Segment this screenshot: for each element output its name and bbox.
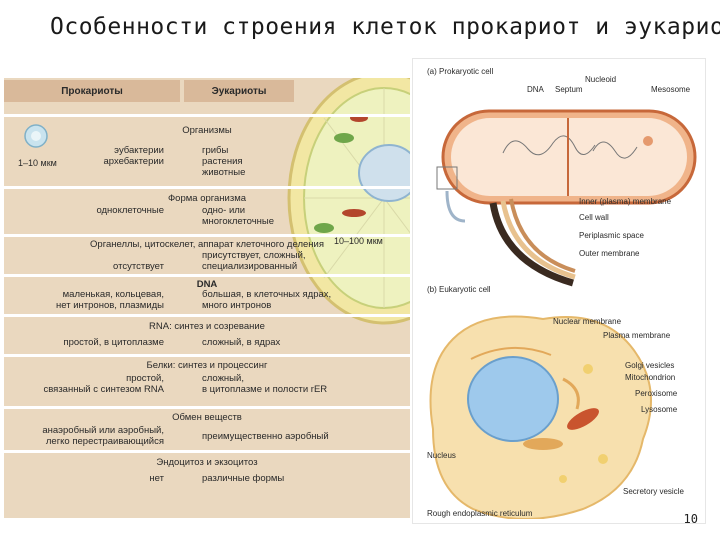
row-caption: Организмы: [182, 125, 232, 136]
header-prokaryotes: Прокариоты: [4, 80, 180, 102]
label-golgi-vesicles: Golgi vesicles: [625, 361, 675, 370]
size-small-label: 1–10 мкм: [18, 158, 57, 168]
table-row: Органеллы, цитоскелет, аппарат клеточног…: [4, 234, 410, 277]
cell-figure-panel: (a) Prokaryotic cell Nucleoid DNA Septum…: [412, 58, 706, 524]
figure-b-title: (b) Eukaryotic cell: [427, 285, 491, 294]
row-right: большая, в клеточных ядрах, много интрон…: [202, 289, 332, 311]
label-outer-membrane: Outer membrane: [579, 249, 640, 258]
label-nucleoid: Nucleoid: [585, 75, 617, 84]
label-nuclear-membrane: Nuclear membrane: [553, 317, 622, 326]
eukaryotic-cell-illustration: [429, 315, 652, 519]
label-inner-membrane: Inner (plasma) membrane: [579, 197, 672, 206]
page-number: 10: [683, 512, 698, 526]
row-left: нет: [149, 473, 164, 484]
label-secretory-vesicle: Secretory vesicle: [623, 487, 684, 496]
figure-a-title: (a) Prokaryotic cell: [427, 67, 494, 76]
row-caption: Обмен веществ: [172, 412, 242, 423]
table-row: Форма организма одноклеточные одно- или …: [4, 186, 410, 235]
label-septum: Septum: [555, 85, 583, 94]
label-lysosome: Lysosome: [641, 405, 678, 414]
row-right: сложный, в ядрах: [202, 337, 281, 348]
table-row: Эндоцитоз и экзоцитоз нет различные форм…: [4, 450, 410, 493]
header-eukaryotes: Эукариоты: [184, 80, 294, 102]
table-row: RNA: синтез и созревание простой, в цито…: [4, 314, 410, 357]
row-caption: Эндоцитоз и экзоцитоз: [156, 457, 258, 468]
row-right: сложный, в цитоплазме и полости rER: [202, 373, 328, 395]
label-dna: DNA: [527, 85, 544, 94]
row-caption: Органеллы, цитоскелет, аппарат клеточног…: [90, 239, 324, 250]
row-caption: Белки: синтез и процессинг: [146, 360, 268, 371]
row-left: одноклеточные: [96, 205, 164, 216]
label-mesosome: Mesosome: [651, 85, 691, 94]
small-cell-icon: [24, 124, 48, 148]
label-periplasmic-space: Periplasmic space: [579, 231, 644, 240]
row-caption: RNA: синтез и созревание: [149, 321, 265, 332]
comparison-table-panel: Прокариоты Эукариоты 1–10 мкм 10–100 мкм…: [4, 78, 410, 518]
table-row: DNA маленькая, кольцевая, нет интронов, …: [4, 274, 410, 317]
prokaryotic-cell-illustration: [436, 109, 697, 287]
table-row: Организмы эубактерии архебактерии грибы …: [4, 114, 410, 185]
row-left: эубактерии архебактерии: [103, 145, 164, 167]
row-right: грибы растения животные: [202, 145, 246, 178]
row-caption: Форма организма: [167, 193, 247, 204]
table-row: Обмен веществ анаэробный или аэробный, л…: [4, 406, 410, 453]
row-caption: DNA: [196, 279, 218, 290]
slide-title: Особенности строения клеток прокариот и …: [50, 14, 720, 40]
row-right: различные формы: [202, 473, 285, 484]
label-rough-er: Rough endoplasmic reticulum: [427, 509, 533, 518]
row-left: простой, связанный с синтезом RNA: [43, 373, 164, 395]
label-cell-wall: Cell wall: [579, 213, 609, 222]
label-nucleus: Nucleus: [427, 451, 456, 460]
size-large-label: 10–100 мкм: [334, 236, 383, 246]
row-right: присутствует, сложный, специализированны…: [202, 250, 306, 272]
row-left: маленькая, кольцевая, нет интронов, плаз…: [56, 289, 164, 311]
label-plasma-membrane: Plasma membrane: [603, 331, 671, 340]
row-left: простой, в цитоплазме: [63, 337, 164, 348]
row-left: отсутствует: [113, 261, 164, 272]
plant-cell-illustration: [287, 78, 410, 325]
table-row: Белки: синтез и процессинг простой, связ…: [4, 354, 410, 409]
label-peroxisome: Peroxisome: [635, 389, 678, 398]
row-right: преимущественно аэробный: [202, 431, 329, 442]
row-left: анаэробный или аэробный, легко перестраи…: [42, 425, 164, 447]
row-right: одно- или многоклеточные: [202, 205, 275, 227]
label-mitochondrion: Mitochondrion: [625, 373, 676, 382]
